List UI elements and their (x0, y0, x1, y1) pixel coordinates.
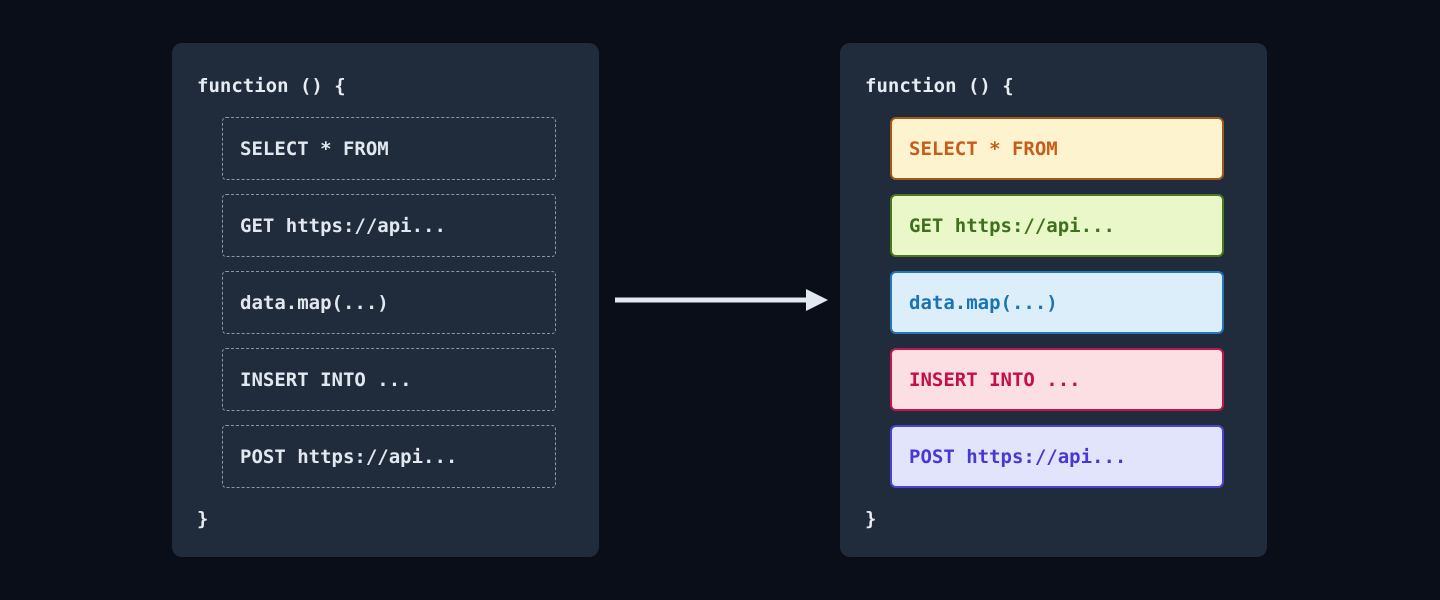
statement-label: data.map(...) (240, 291, 389, 314)
statement-label: GET https://api... (909, 214, 1115, 237)
statement-box-map: data.map(...) (890, 271, 1224, 334)
statement-label: SELECT * FROM (240, 137, 389, 160)
statement-box-select: SELECT * FROM (890, 117, 1224, 180)
function-close-line: } (865, 508, 877, 530)
statement-box-post: POST https://api... (222, 425, 556, 488)
statement-label: INSERT INTO ... (240, 368, 412, 391)
statement-list-after: SELECT * FROM GET https://api... data.ma… (890, 117, 1224, 488)
function-close-line: } (197, 508, 209, 530)
statement-box-get: GET https://api... (890, 194, 1224, 257)
statement-label: POST https://api... (240, 445, 458, 468)
statement-box-insert: INSERT INTO ... (890, 348, 1224, 411)
arrow-right-icon (615, 289, 828, 311)
statement-label: GET https://api... (240, 214, 446, 237)
statement-box-get: GET https://api... (222, 194, 556, 257)
code-panel-after: function () { SELECT * FROM GET https://… (840, 43, 1267, 557)
statement-label: INSERT INTO ... (909, 368, 1081, 391)
statement-box-select: SELECT * FROM (222, 117, 556, 180)
statement-label: SELECT * FROM (909, 137, 1058, 160)
statement-box-map: data.map(...) (222, 271, 556, 334)
statement-label: data.map(...) (909, 291, 1058, 314)
statement-box-post: POST https://api... (890, 425, 1224, 488)
statement-box-insert: INSERT INTO ... (222, 348, 556, 411)
function-open-line: function () { (865, 75, 1014, 97)
statement-list-before: SELECT * FROM GET https://api... data.ma… (222, 117, 556, 488)
function-open-line: function () { (197, 75, 346, 97)
code-panel-before: function () { SELECT * FROM GET https://… (172, 43, 599, 557)
statement-label: POST https://api... (909, 445, 1127, 468)
